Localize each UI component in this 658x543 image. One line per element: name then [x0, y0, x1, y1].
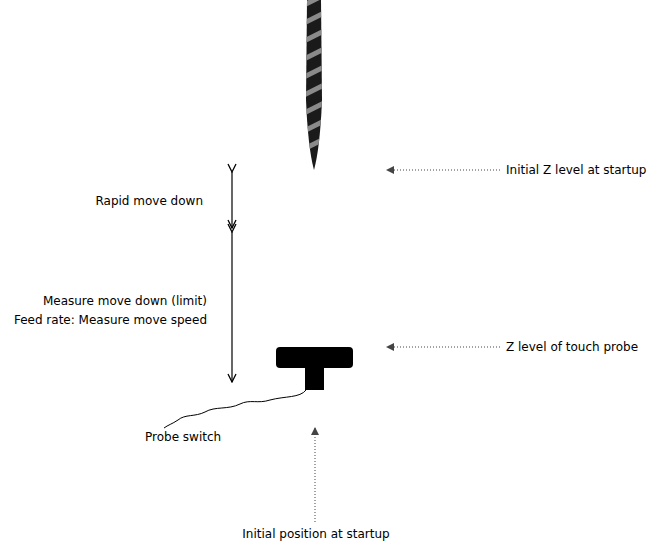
- probe-level-label: Z level of touch probe: [506, 340, 638, 355]
- probe-wire: [164, 390, 306, 428]
- start-position-label: Initial position at startup: [242, 527, 389, 542]
- rapid-move-label: Rapid move down: [95, 194, 203, 209]
- dotted-pointers: [315, 170, 500, 522]
- z-level-label: Initial Z level at startup: [506, 163, 646, 178]
- feed-rate-label: Feed rate: Measure move speed: [14, 313, 207, 328]
- end-mill: [298, 0, 330, 170]
- touch-probe: [276, 347, 353, 390]
- measure-move-label: Measure move down (limit): [43, 294, 207, 309]
- wire-label: Probe switch: [145, 430, 221, 445]
- dimension-arrows: [231, 172, 232, 382]
